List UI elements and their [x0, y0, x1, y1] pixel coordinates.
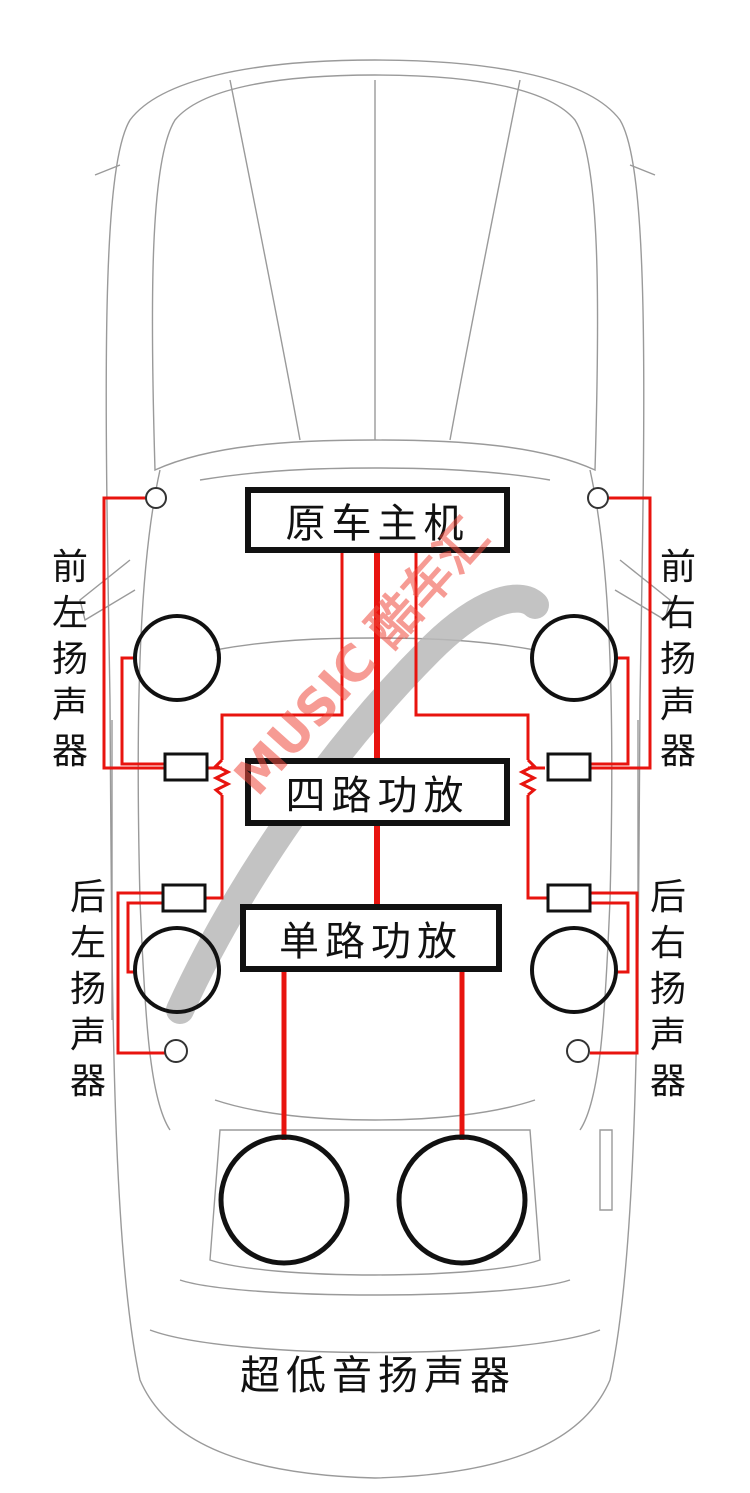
subwoofer-right	[396, 1134, 528, 1266]
front-left-label: 前左扬声器	[51, 547, 88, 772]
rear-right-crossover	[546, 883, 592, 913]
rear-right-speaker	[530, 926, 618, 1014]
car-outline	[79, 59, 671, 1479]
mono-amp-label: 单路功放	[279, 919, 463, 965]
rear-left-crossover	[161, 883, 207, 913]
head-unit-label: 原车主机	[285, 501, 470, 547]
four-channel-amp-box: 四路功放	[245, 758, 510, 826]
rear-left-tweeter	[164, 1039, 188, 1063]
watermark	[166, 584, 549, 1024]
rear-left-label: 后左扬声器	[69, 877, 106, 1102]
wiring	[102, 496, 652, 1140]
tweeters	[145, 487, 609, 1063]
front-right-tweeter	[587, 487, 609, 509]
rear-right-tweeter	[566, 1039, 590, 1063]
subwoofer-label: 超低音扬声器	[240, 1353, 516, 1399]
rear-right-label: 后右扬声器	[649, 877, 686, 1102]
crossovers	[161, 752, 592, 913]
speakers	[133, 614, 618, 1266]
head-unit-box: 原车主机	[245, 487, 510, 553]
four-channel-amp-label: 四路功放	[285, 773, 470, 819]
front-left-speaker	[133, 614, 221, 702]
front-right-speaker	[530, 614, 618, 702]
front-left-tweeter	[145, 487, 167, 509]
front-left-crossover	[163, 752, 209, 782]
rear-left-speaker	[133, 926, 221, 1014]
front-right-label: 前右扬声器	[659, 547, 696, 772]
subwoofer-left	[218, 1134, 350, 1266]
mono-amp-box: 单路功放	[240, 904, 502, 972]
front-right-crossover	[546, 752, 592, 782]
